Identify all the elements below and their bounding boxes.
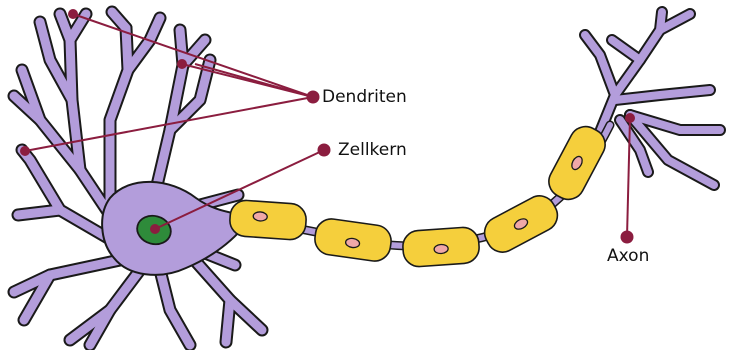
dot-dendrite-2 <box>177 59 187 69</box>
dot-axon <box>625 113 635 123</box>
dot-nucleus <box>150 224 160 234</box>
label-dendrites: Dendriten <box>322 89 407 106</box>
axon-terminal <box>585 12 720 185</box>
pointer-dendrite-3 <box>195 64 313 97</box>
myelin-sheath-1 <box>229 199 307 240</box>
myelin-sheath-3 <box>402 226 480 267</box>
pointer-dendrite-1 <box>73 14 313 97</box>
dot-dendrite-3 <box>20 146 30 156</box>
myelin-sheath-2 <box>313 217 393 263</box>
dendrite-tree <box>14 12 262 345</box>
dot-dendrites-label <box>307 91 320 104</box>
dot-axon-label <box>621 231 634 244</box>
label-axon: Axon <box>607 248 649 265</box>
dot-dendrite-1 <box>68 9 78 19</box>
label-nucleus: Zellkern <box>338 142 407 159</box>
dot-nucleus-label <box>318 144 331 157</box>
myelin-sheath-5 <box>543 121 610 205</box>
myelin-sheath-4 <box>479 190 563 257</box>
